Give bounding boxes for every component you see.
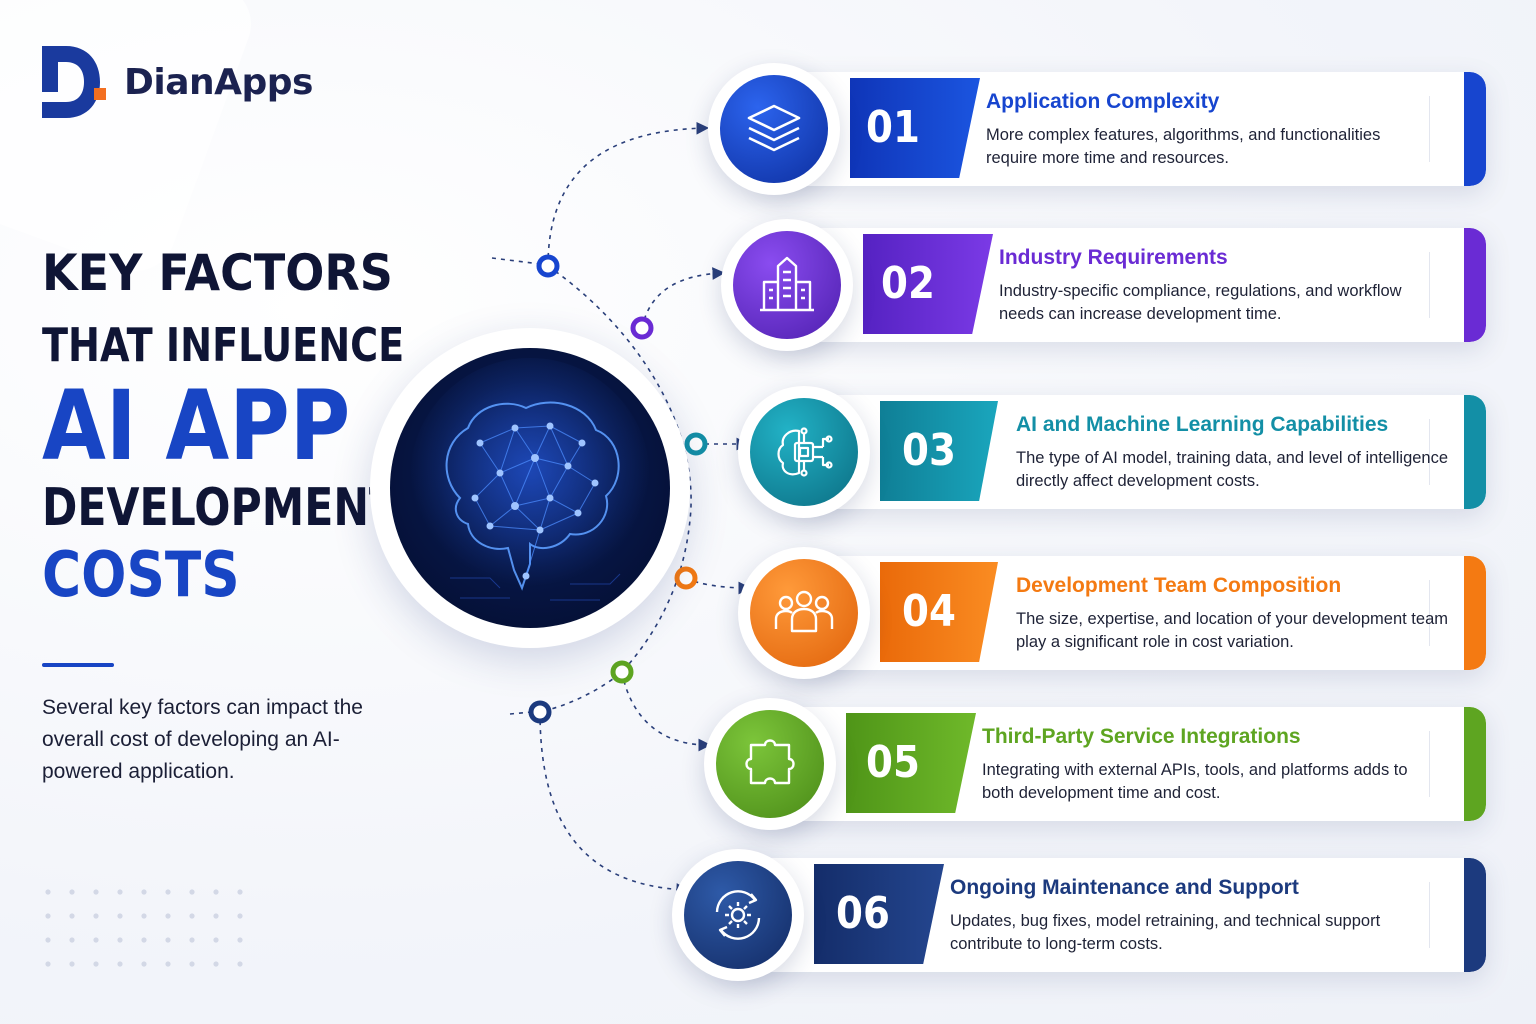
gear-cycle-icon — [715, 890, 761, 940]
factor-card-02: 02 Industry Requirements Industry-specif… — [721, 219, 1486, 351]
factor-title: Third-Party Service Integrations — [982, 725, 1301, 748]
factor-title: AI and Machine Learning Capabilities — [1016, 413, 1389, 436]
team-icon — [774, 590, 834, 633]
factor-number: 03 — [902, 425, 956, 476]
factor-title: Application Complexity — [986, 90, 1220, 113]
factor-title: Development Team Composition — [1016, 574, 1342, 597]
headline-line-5: COSTS — [42, 538, 240, 611]
factor-card-05: 05 Third-Party Service Integrations Inte… — [704, 698, 1486, 830]
factor-text: Integrating with external APIs, tools, a… — [982, 761, 1408, 802]
center-brain-image — [370, 328, 690, 648]
layers-icon — [747, 104, 801, 152]
dianapps-logo-icon — [38, 42, 110, 122]
factor-text: The type of AI model, training data, and… — [1016, 449, 1449, 490]
buildings-icon — [760, 256, 814, 312]
factor-card-01: 01 Application Complexity More complex f… — [708, 63, 1486, 195]
headline-line-1: KEY FACTORS — [42, 244, 393, 302]
factor-text: The size, expertise, and location of you… — [1016, 610, 1448, 651]
factor-text: More complex features, algorithms, and f… — [986, 126, 1381, 167]
dot-grid-decoration — [45, 889, 243, 967]
headline-underline — [42, 663, 114, 667]
factor-card-04: 04 Development Team Composition The size… — [738, 547, 1486, 679]
factor-number: 02 — [881, 258, 935, 309]
brain-network-icon — [410, 358, 650, 601]
headline-line-3: AI APP — [42, 370, 351, 482]
factor-card-06: 06 Ongoing Maintenance and Support Updat… — [672, 849, 1486, 981]
ai-chip-brain-icon — [777, 427, 833, 477]
factor-text: Updates, bug fixes, model retraining, an… — [950, 912, 1381, 953]
brand-logo: DianApps — [38, 42, 313, 122]
factor-number: 01 — [866, 102, 920, 153]
factor-text: Industry-specific compliance, regulation… — [999, 282, 1402, 323]
factor-card-03: 03 AI and Machine Learning Capabilities … — [738, 386, 1486, 518]
factor-title: Industry Requirements — [999, 246, 1228, 269]
factor-number: 06 — [836, 888, 890, 939]
factor-number: 04 — [902, 586, 956, 637]
headline: KEY FACTORS THAT INFLUENCE AI APP DEVELO… — [42, 244, 404, 611]
factor-title: Ongoing Maintenance and Support — [950, 876, 1299, 899]
factor-number: 05 — [866, 737, 920, 788]
description: Several key factors can impact the overa… — [42, 696, 363, 783]
brand-name: DianApps — [124, 61, 313, 103]
puzzle-icon — [745, 739, 795, 785]
